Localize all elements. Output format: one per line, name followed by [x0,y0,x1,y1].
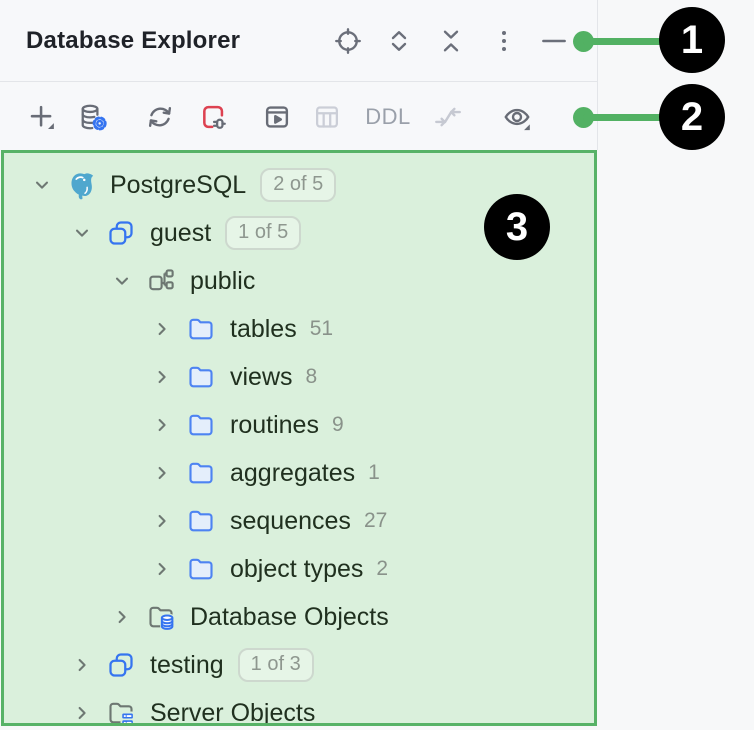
panel-header: Database Explorer [0,0,597,82]
refresh-icon[interactable] [141,98,179,136]
panel-right-border [597,0,598,150]
folder-icon [186,314,216,344]
more-options-icon[interactable] [486,23,522,59]
panel-title: Database Explorer [26,27,241,54]
item-count: 8 [305,365,318,388]
database-tree-panel: PostgreSQL 2 of 5 guest 1 of 5 public tables 5… [1,150,597,726]
ddl-button[interactable]: DDL [365,104,411,129]
chevron-right-icon[interactable] [148,459,176,487]
tree-row-aggregates[interactable]: aggregates 1 [4,449,594,497]
tree-row-guest[interactable]: guest 1 of 5 [4,209,594,257]
database-toolbar: DDL [0,83,597,219]
folder-icon [186,506,216,536]
item-count: 1 [368,461,380,484]
chevron-right-icon[interactable] [148,507,176,535]
open-table-icon[interactable] [308,98,346,136]
jump-to-editor-icon[interactable] [429,98,467,136]
callout-2: 2 [659,84,725,150]
filter-badge: 1 of 3 [237,648,314,682]
tree-row-tables[interactable]: tables 51 [4,305,594,353]
tree-item-label: sequences [230,506,351,535]
callout-number: 1 [680,17,704,62]
tree-item-label: Server Objects [150,698,316,726]
tree-item-label: routines [230,410,319,439]
callout-number: 2 [680,94,704,139]
folder-icon [186,410,216,440]
folder-icon [186,362,216,392]
tree-row-public[interactable]: public [4,257,594,305]
tree-row-testing[interactable]: testing 1 of 3 [4,641,594,689]
hide-icon[interactable] [536,23,572,59]
schema-icon [146,266,176,296]
item-count: 2 [376,557,389,580]
tree-item-label: guest [150,218,212,247]
disconnect-icon[interactable] [194,98,232,136]
tree-row-object-types[interactable]: object types 2 [4,545,594,593]
callout-number: 3 [505,204,529,249]
chevron-down-icon[interactable] [108,267,136,295]
chevron-right-icon[interactable] [148,363,176,391]
chevron-down-icon[interactable] [28,171,56,199]
tree-row-postgresql[interactable]: PostgreSQL 2 of 5 [4,161,594,209]
folder-server-icon [106,698,136,723]
item-count: 51 [309,317,334,340]
locate-icon[interactable] [330,23,366,59]
data-source-properties-icon[interactable] [74,98,112,136]
folder-icon [186,458,216,488]
tree-item-label: object types [230,554,364,583]
tree-item-label: testing [150,650,224,679]
tree-item-label: tables [230,314,297,343]
tree-item-label: Database Objects [190,602,389,631]
folder-database-icon [146,602,176,632]
chevron-right-icon[interactable] [148,315,176,343]
expand-all-icon[interactable] [381,23,417,59]
database-icon [106,650,136,680]
tree-row-server-objects[interactable]: Server Objects [4,689,594,726]
tree-row-sequences[interactable]: sequences 27 [4,497,594,545]
tree-row-views[interactable]: views 8 [4,353,594,401]
tree-row-routines[interactable]: routines 9 [4,401,594,449]
tree-row-database-objects[interactable]: Database Objects [4,593,594,641]
chevron-right-icon[interactable] [68,699,96,723]
callout-1: 1 [659,7,725,73]
new-item-icon[interactable] [23,98,61,136]
jump-to-query-console-icon[interactable] [258,98,296,136]
tree-item-label: PostgreSQL [110,170,247,199]
callout-connector-line [583,114,663,121]
chevron-right-icon[interactable] [108,603,136,631]
view-options-icon[interactable] [498,98,536,136]
chevron-right-icon[interactable] [68,651,96,679]
item-count: 27 [363,509,388,532]
filter-badge: 1 of 5 [225,216,302,250]
callout-3: 3 [484,194,550,260]
postgresql-icon [66,170,96,200]
chevron-right-icon[interactable] [148,555,176,583]
chevron-right-icon[interactable] [148,411,176,439]
tree-item-label: aggregates [230,458,356,487]
item-count: 9 [331,413,344,436]
collapse-all-icon[interactable] [433,23,469,59]
database-icon [106,218,136,248]
database-tree: PostgreSQL 2 of 5 guest 1 of 5 public tables 5… [4,153,594,726]
callout-connector-line [583,38,663,45]
chevron-down-icon[interactable] [68,219,96,247]
tree-item-label: public [190,266,256,295]
tree-item-label: views [230,362,293,391]
folder-icon [186,554,216,584]
filter-badge: 2 of 5 [260,168,337,202]
